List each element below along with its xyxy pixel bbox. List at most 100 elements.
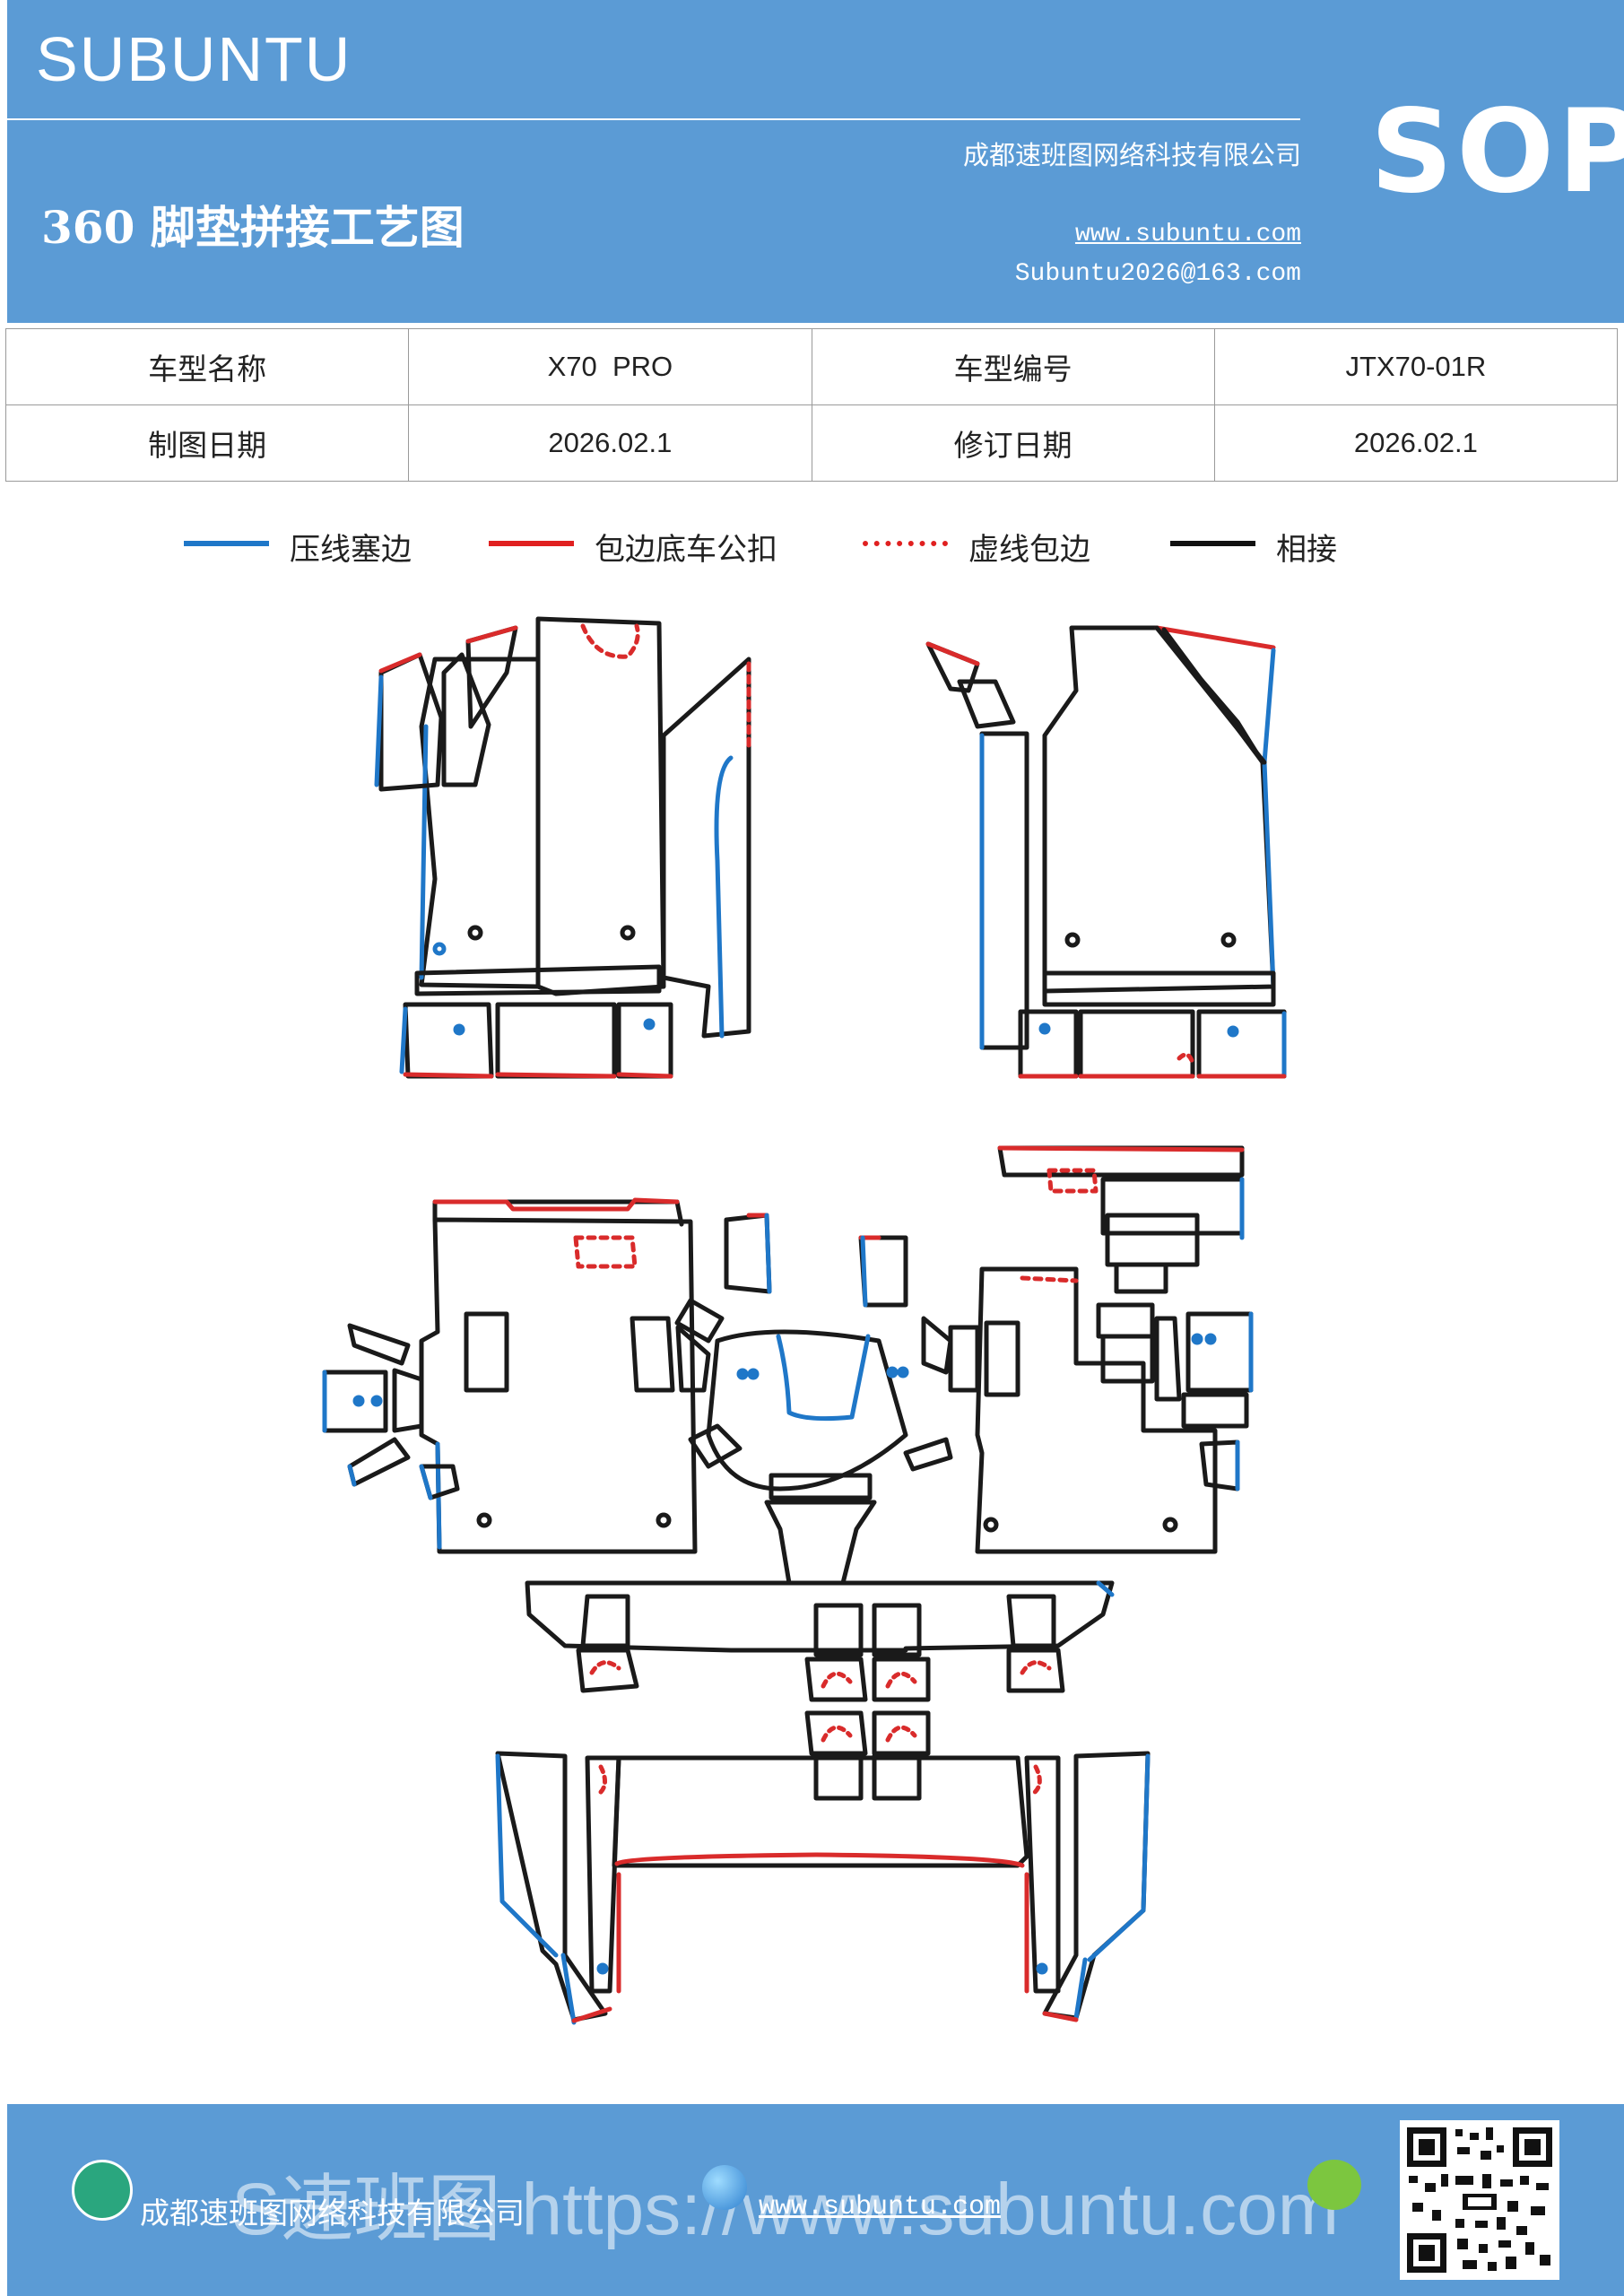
mat-piece — [464, 1311, 509, 1393]
fastener-hole — [370, 1395, 383, 1407]
email-address: Subuntu2026@163.com — [1014, 260, 1301, 288]
footer-website-link[interactable]: www.subuntu.com — [759, 2192, 1002, 2222]
mat-piece — [616, 1002, 673, 1079]
blue-edge — [419, 724, 429, 980]
mat-piece — [1024, 1755, 1061, 1994]
blue-edge — [776, 1334, 871, 1422]
mat-piece — [706, 1329, 908, 1492]
red-edge — [403, 1072, 494, 1079]
mat-piece — [495, 1002, 617, 1079]
mat-piece — [1006, 1648, 1065, 1693]
mat-piece — [525, 1580, 1115, 1653]
red-edge — [925, 641, 980, 666]
blue-edge — [419, 1464, 433, 1500]
fastener-hole — [886, 1366, 899, 1378]
mat-piece — [580, 1594, 630, 1648]
mat-piece — [813, 1753, 864, 1801]
fastener-hole — [467, 925, 483, 941]
mat-piece — [804, 1657, 868, 1702]
red-edge — [614, 1852, 1025, 1868]
fastener-hole — [983, 1517, 999, 1533]
mat-piece — [675, 1325, 711, 1393]
fastener-hole — [643, 1018, 656, 1031]
legend-swatch-blue — [184, 541, 269, 546]
passenger-floor-group — [975, 1145, 1254, 1554]
fastener-hole — [476, 1512, 492, 1528]
fastener-hole — [1227, 1025, 1239, 1038]
red-edge — [571, 2006, 612, 2023]
footer-banner: S速班图 https://www.subuntu.com 成都速班图网络科技有限… — [7, 2104, 1624, 2296]
dotted-edge — [1046, 1168, 1099, 1194]
company-name: 成都速班图网络科技有限公司 — [962, 140, 1301, 170]
dotted-edge — [1030, 1764, 1042, 1796]
dotted-edge — [589, 1660, 621, 1675]
mat-piece — [1181, 1392, 1249, 1429]
mat-piece — [347, 1437, 411, 1487]
joint-line — [1154, 625, 1267, 765]
mat-piece — [576, 1648, 639, 1693]
mat-piece — [858, 1235, 908, 1308]
blue-edge — [1073, 1957, 1088, 2021]
mat-piece — [1078, 1009, 1195, 1079]
fastener-hole — [1036, 1962, 1048, 1975]
fastener-hole — [1064, 932, 1081, 948]
mat-piece — [630, 1316, 675, 1393]
legend-label: 包边底车公扣 — [595, 532, 777, 568]
sop-badge: SOP — [1370, 85, 1624, 219]
header-banner: SUBUNTU 成都速班图网络科技有限公司 360 脚垫拼接工艺图 www.su… — [7, 0, 1624, 323]
label-revision-date: 修订日期 — [811, 404, 1215, 482]
footer-watermark: S速班图 https://www.subuntu.com — [231, 2169, 1340, 2250]
mat-piece — [948, 1325, 980, 1393]
line-legend: 压线塞边 包边底车公扣 虚线包边 相接 — [0, 525, 1624, 578]
mat-piece — [403, 1002, 494, 1079]
page-title: 360 脚垫拼接工艺图 — [41, 201, 465, 254]
floor-mat-diagram — [322, 616, 1287, 2025]
blue-edge — [347, 1464, 357, 1487]
qr-code-icon[interactable] — [1400, 2120, 1559, 2280]
fastener-hole — [1038, 1022, 1051, 1035]
mat-piece — [1006, 1594, 1056, 1648]
dotted-edge — [821, 1671, 853, 1689]
red-edge — [1154, 625, 1276, 650]
second-row-group — [525, 1580, 1115, 1801]
legend-swatch-red-dotted — [863, 541, 948, 546]
mat-piece — [1154, 1316, 1182, 1402]
red-edge — [465, 625, 518, 644]
label-draw-date: 制图日期 — [4, 404, 410, 482]
mat-piece — [1114, 1262, 1168, 1294]
dotted-edge — [1177, 1052, 1195, 1065]
dotted-edge — [1020, 1660, 1052, 1675]
vehicle-info-table: 车型名称 X70 PRO 车型编号 JTX70-01R 制图日期 2026.02… — [4, 328, 1619, 482]
mat-piece — [688, 1423, 743, 1469]
dotted-edge — [1020, 1275, 1079, 1283]
red-edge — [616, 1072, 673, 1079]
table-row: 车型名称 X70 PRO 车型编号 JTX70-01R — [4, 328, 1619, 405]
wechat-icon[interactable] — [1307, 2160, 1361, 2210]
fastener-hole — [453, 1023, 465, 1036]
mat-piece — [1042, 970, 1276, 1007]
legend-swatch-red — [489, 541, 574, 546]
mat-piece — [441, 652, 491, 787]
dotted-edge — [580, 623, 640, 659]
mat-piece — [984, 1320, 1020, 1397]
fastener-hole — [352, 1395, 365, 1407]
dotted-edge — [885, 1725, 917, 1743]
website-link[interactable]: www.subuntu.com — [1074, 221, 1301, 248]
red-edge — [378, 652, 422, 674]
fastener-hole — [596, 1962, 609, 1975]
mat-piece — [872, 1603, 922, 1657]
blue-edge — [714, 755, 734, 1039]
blue-edge — [860, 1235, 868, 1308]
mat-piece — [612, 1755, 1029, 1868]
building-icon — [72, 2160, 133, 2221]
fastener-hole — [897, 1366, 909, 1378]
mat-piece — [1096, 1302, 1155, 1339]
mat-piece — [1185, 1311, 1254, 1393]
header-divider — [7, 118, 1300, 120]
blue-edge — [399, 1006, 408, 1074]
label-vehicle-name: 车型名称 — [4, 328, 410, 405]
mat-piece — [813, 1603, 864, 1657]
dotted-edge — [821, 1725, 853, 1743]
dotted-edge — [573, 1235, 638, 1269]
fastener-hole — [1162, 1517, 1178, 1533]
